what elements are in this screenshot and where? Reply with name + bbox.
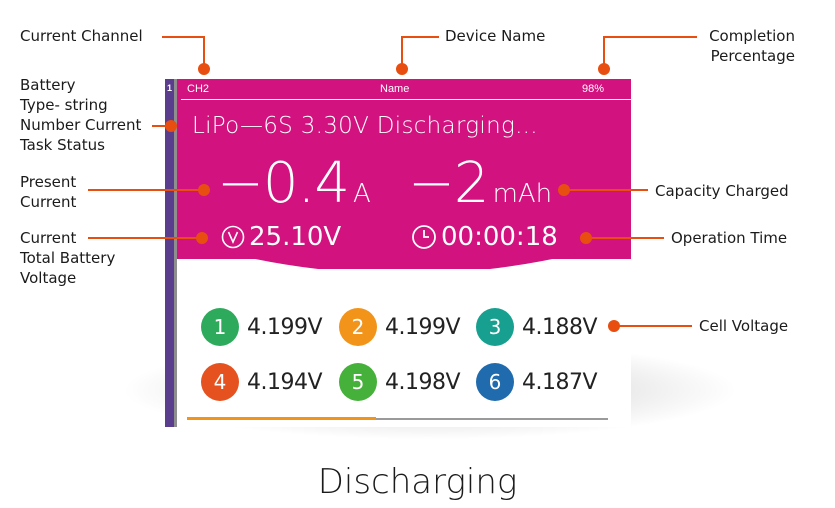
label-voltage-line1: Current xyxy=(20,229,77,247)
label-present-line2: Current xyxy=(20,193,77,211)
side-divider xyxy=(174,79,177,427)
label-total-voltage: Current Total Battery Voltage xyxy=(20,228,115,288)
current-value: −0.4 xyxy=(217,151,350,216)
leader-present-h xyxy=(88,189,204,191)
charger-screen: 1 CH2 Name 98% LiPo—6S 3.30V Discharging… xyxy=(165,79,631,427)
channel-index: 1 xyxy=(167,83,173,93)
progress-track xyxy=(187,418,608,420)
channel-label: CH2 xyxy=(187,83,210,95)
cell-voltage: 4.199V xyxy=(385,314,461,340)
completion-percentage: 98% xyxy=(582,83,605,95)
label-battery-line1: Battery xyxy=(20,76,76,94)
top-strip: CH2 Name 98% xyxy=(177,79,631,99)
cell-badge: 4 xyxy=(201,363,239,401)
cell-2: 2 4.199V xyxy=(339,308,461,346)
label-voltage-line2: Total Battery xyxy=(20,249,116,267)
leader-completion-dot xyxy=(598,63,610,75)
cell-voltage: 4.188V xyxy=(522,314,598,340)
cell-badge: 3 xyxy=(476,308,514,346)
operation-time: 00:00:18 xyxy=(411,222,558,252)
cell-voltage: 4.198V xyxy=(385,369,461,395)
cell-1: 1 4.199V xyxy=(201,308,323,346)
capacity-unit: mAh xyxy=(492,179,553,209)
cell-6: 6 4.187V xyxy=(476,363,598,401)
clock-icon xyxy=(412,225,436,249)
status-panel-arc xyxy=(177,199,631,269)
voltage-icon xyxy=(221,225,245,249)
label-battery-line2: Type- string xyxy=(20,96,108,114)
leader-completion-v xyxy=(603,36,605,68)
label-completion: Completion Percentage xyxy=(703,26,795,66)
label-operation-time: Operation Time xyxy=(671,229,788,247)
channel-side-bar xyxy=(165,79,174,427)
leader-name-dot xyxy=(396,63,408,75)
progress-fill xyxy=(187,417,377,420)
leader-cell-dot xyxy=(608,320,620,332)
capacity-value: −2 xyxy=(408,151,490,216)
task-status: LiPo—6S 3.30V Discharging... xyxy=(192,113,538,139)
leader-present-dot xyxy=(198,184,210,196)
cell-4: 4 4.194V xyxy=(201,363,323,401)
leader-battery-dot xyxy=(165,120,177,132)
label-device-name: Device Name xyxy=(445,27,546,45)
cell-badge: 6 xyxy=(476,363,514,401)
label-cell-voltage: Cell Voltage xyxy=(699,317,789,335)
cell-badge: 1 xyxy=(201,308,239,346)
leader-channel-v xyxy=(203,36,205,68)
label-completion-line2: Percentage xyxy=(710,47,795,65)
label-completion-line1: Completion xyxy=(709,27,795,45)
cell-badge: 2 xyxy=(339,308,377,346)
cell-3: 3 4.188V xyxy=(476,308,598,346)
label-capacity-charged: Capacity Charged xyxy=(655,182,789,200)
device-name: Name xyxy=(380,83,410,95)
label-voltage-line3: Voltage xyxy=(20,269,77,287)
label-current-channel: Current Channel xyxy=(20,27,143,45)
leader-channel-dot xyxy=(198,63,210,75)
caption: Discharging xyxy=(317,462,518,502)
cell-voltage: 4.194V xyxy=(247,369,323,395)
cell-voltage: 4.199V xyxy=(247,314,323,340)
cell-badge: 5 xyxy=(339,363,377,401)
operation-time-value: 00:00:18 xyxy=(441,222,558,252)
total-voltage: 25.10V xyxy=(221,222,341,252)
leader-time-dot xyxy=(580,232,592,244)
total-voltage-value: 25.10V xyxy=(249,222,342,252)
cell-voltage: 4.187V xyxy=(522,369,598,395)
leader-name-h xyxy=(401,36,439,38)
leader-completion-h xyxy=(603,36,697,38)
label-battery-task: Battery Type- string Number Current Task… xyxy=(20,75,141,155)
leader-channel-h xyxy=(162,36,205,38)
top-divider xyxy=(181,99,631,100)
label-present-current: Present Current xyxy=(20,172,76,212)
leader-cell-h xyxy=(616,325,692,327)
leader-name-v xyxy=(401,36,403,68)
label-present-line1: Present xyxy=(20,173,77,191)
leader-time-h xyxy=(588,237,664,239)
label-battery-line3: Number Current xyxy=(20,116,142,134)
label-battery-line4: Task Status xyxy=(20,136,105,154)
current-unit: A xyxy=(352,179,371,209)
leader-capacity-h xyxy=(566,189,648,191)
leader-battery-h xyxy=(152,125,166,127)
leader-capacity-dot xyxy=(558,184,570,196)
leader-voltage-h xyxy=(88,237,198,239)
leader-voltage-dot xyxy=(196,232,208,244)
cell-5: 5 4.198V xyxy=(339,363,461,401)
